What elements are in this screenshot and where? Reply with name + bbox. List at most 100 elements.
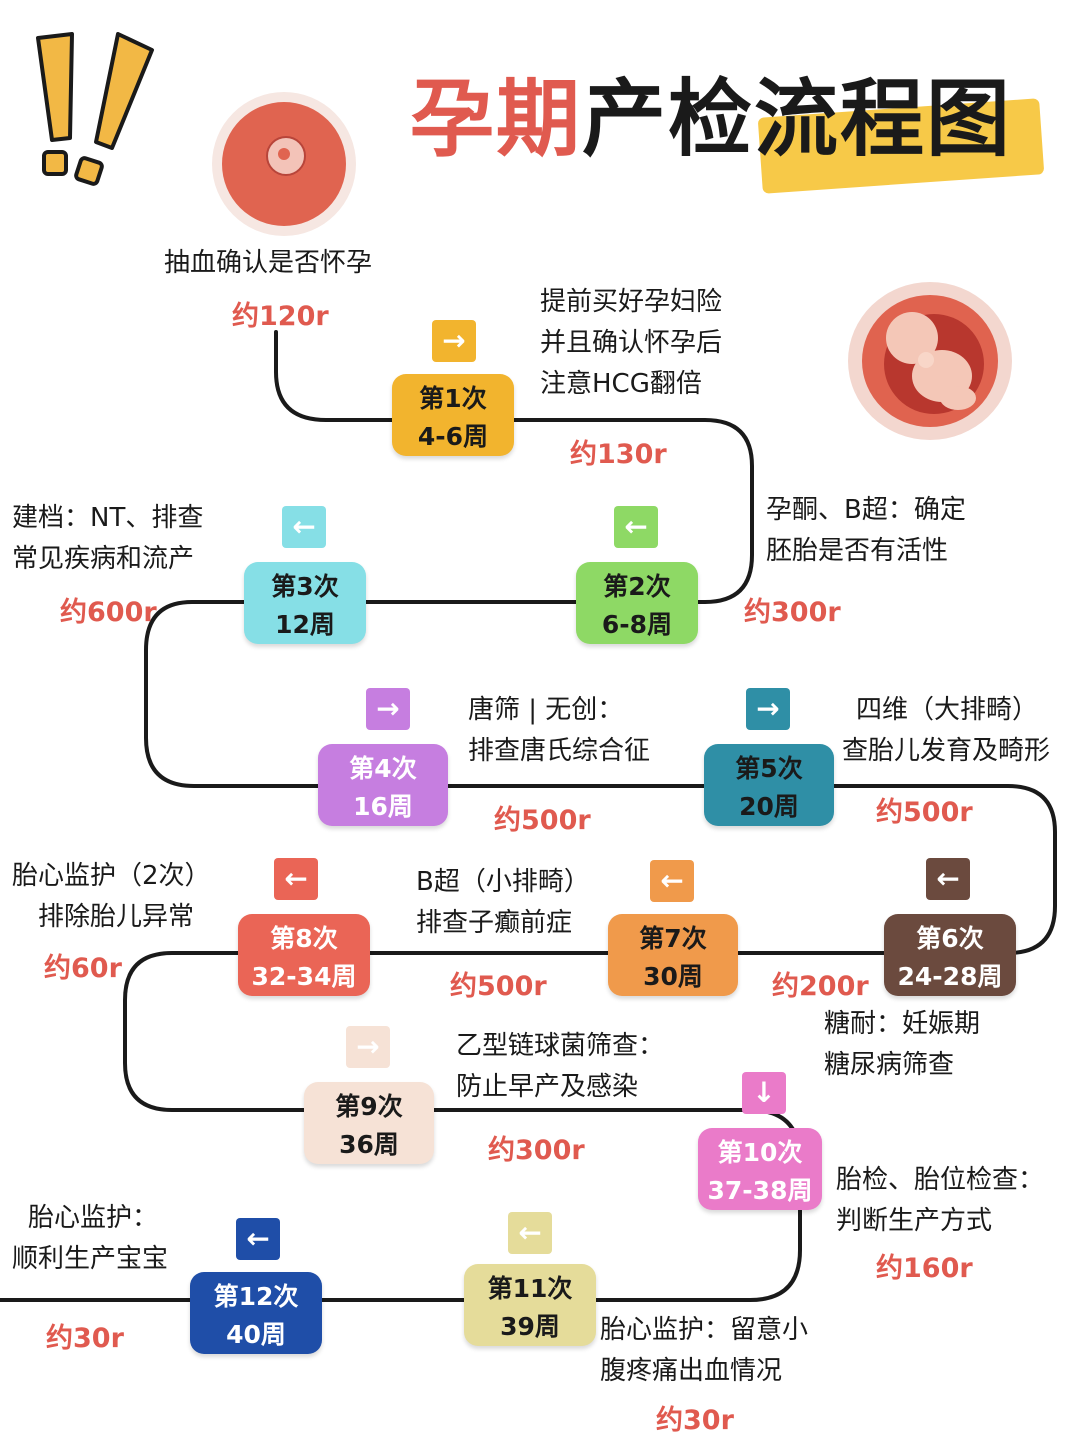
visit-number: 第11次 [487,1274,573,1303]
visit-box-11: 第11次 39周 [464,1264,596,1346]
left-arrow-icon: ← [236,1218,280,1260]
visit-cost-7: 约500r [450,971,547,1002]
visit-number: 第12次 [213,1282,299,1311]
visit-note-11: 胎心监护：留意小 腹疼痛出血情况 [600,1310,808,1392]
title-highlight-text: 孕期 [410,70,583,168]
visit-box-10: 第10次 37-38周 [698,1128,822,1210]
visit-cost-6: 约200r [772,971,869,1002]
note-line: B超（小排畸） [416,867,590,897]
visit-number: 第3次 [271,572,339,601]
note-line: 胚胎是否有活性 [766,536,949,566]
visit-cost-12: 约30r [46,1323,124,1354]
note-line: 胎检、胎位检查： [836,1165,1045,1195]
visit-note-6: 糖耐：妊娠期 糖尿病筛查 [824,1004,980,1086]
visit-note-2: 孕酮、B超：确定 胚胎是否有活性 [766,490,966,572]
visit-number: 第7次 [639,924,707,953]
visit-cost-9: 约300r [488,1135,585,1166]
visit-box-7: 第7次 30周 [608,914,738,996]
visit-cost-3: 约600r [60,597,157,628]
note-line: 并且确认怀孕后 [540,328,723,358]
visit-box-9: 第9次 36周 [304,1082,434,1164]
visit-weeks: 4-6周 [417,422,489,451]
right-arrow-icon: → [746,688,790,730]
visit-cost-11: 约30r [656,1405,734,1436]
visit-box-12: 第12次 40周 [190,1272,322,1354]
visit-weeks: 30周 [643,962,703,991]
visit-note-1: 提前买好孕妇险 并且确认怀孕后 注意HCG翻倍 [540,282,722,405]
note-line: 建档：NT、排查 [12,503,204,533]
double-exclamation-icon [36,32,154,186]
fertilized-egg-icon [212,92,356,236]
visit-cost-10: 约160r [876,1253,973,1284]
visit-box-6: 第6次 24-28周 [884,914,1016,996]
intro-cost: 约120r [232,301,329,332]
right-arrow-icon: → [432,320,476,362]
visit-number: 第8次 [270,924,338,953]
left-arrow-icon: ← [274,858,318,900]
visit-note-10: 胎检、胎位检查： 判断生产方式 [836,1160,1044,1242]
note-line: 糖尿病筛查 [824,1050,955,1080]
visit-box-2: 第2次 6-8周 [576,562,698,644]
visit-weeks: 37-38周 [707,1176,813,1205]
fetus-in-womb-icon [848,282,1012,440]
visit-weeks: 20周 [739,792,799,821]
visit-number: 第9次 [335,1092,403,1121]
visit-number: 第1次 [419,384,487,413]
visit-cost-1: 约130r [570,439,667,470]
visit-weeks: 6-8周 [601,610,673,639]
note-line: 查胎儿发育及畸形 [842,736,1051,766]
left-arrow-icon: ← [650,860,694,902]
visit-number: 第5次 [735,754,803,783]
visit-cost-2: 约300r [744,597,841,628]
down-arrow-icon: ↓ [742,1072,786,1114]
note-line: 四维（大排畸） [856,695,1039,725]
note-line: 判断生产方式 [836,1206,993,1236]
visit-number: 第10次 [717,1138,803,1167]
visit-weeks: 24-28周 [897,962,1003,991]
visit-weeks: 36周 [339,1130,399,1159]
note-line: 顺利生产宝宝 [12,1244,169,1274]
right-arrow-icon: → [346,1026,390,1068]
note-line: 腹疼痛出血情况 [600,1356,783,1386]
visit-cost-5: 约500r [876,797,973,828]
visit-box-8: 第8次 32-34周 [238,914,370,996]
visit-weeks: 16周 [353,792,413,821]
visit-cost-4: 约500r [494,805,591,836]
left-arrow-icon: ← [282,506,326,548]
note-line: 胎心监护（2次） [12,861,211,891]
intro-note: 抽血确认是否怀孕 [164,248,373,278]
visit-weeks: 40周 [226,1320,286,1349]
visit-cost-8: 约60r [44,953,122,984]
visit-number: 第4次 [349,754,417,783]
right-arrow-icon: → [366,688,410,730]
note-line: 孕酮、B超：确定 [766,495,966,525]
note-line: 常见疾病和流产 [12,544,195,574]
note-line: 糖耐：妊娠期 [824,1009,981,1039]
left-arrow-icon: ← [926,858,970,900]
note-line: 防止早产及感染 [456,1072,639,1102]
note-line: 唐筛 | 无创： [468,695,624,725]
title-rest-text: 产检流程图 [582,70,1013,168]
visit-box-3: 第3次 12周 [244,562,366,644]
note-line: 胎心监护：留意小 [600,1315,809,1345]
visit-weeks: 39周 [500,1312,560,1341]
note-line: 排查子癫前症 [416,908,573,938]
visit-box-1: 第1次 4-6周 [392,374,514,456]
visit-note-3: 建档：NT、排查 常见疾病和流产 [12,498,203,580]
visit-number: 第2次 [603,572,671,601]
left-arrow-icon: ← [614,506,658,548]
visit-box-5: 第5次 20周 [704,744,834,826]
visit-weeks: 12周 [275,610,335,639]
note-line: 排除胎儿异常 [38,902,195,932]
note-line: 乙型链球菌筛查： [456,1031,665,1061]
note-line: 排查唐氏综合征 [468,736,651,766]
note-line: 胎心监护： [28,1203,159,1233]
left-arrow-icon: ← [508,1212,552,1254]
page-title: 孕期产检流程图 [410,52,1012,173]
visit-note-4: 唐筛 | 无创： 排查唐氏综合征 [468,690,650,772]
visit-number: 第6次 [916,924,984,953]
visit-note-9: 乙型链球菌筛查： 防止早产及感染 [456,1026,664,1108]
visit-note-8: 胎心监护（2次） 排除胎儿异常 [12,856,211,938]
visit-note-12: 胎心监护： 顺利生产宝宝 [12,1198,168,1280]
visit-note-7: B超（小排畸） 排查子癫前症 [416,862,590,944]
